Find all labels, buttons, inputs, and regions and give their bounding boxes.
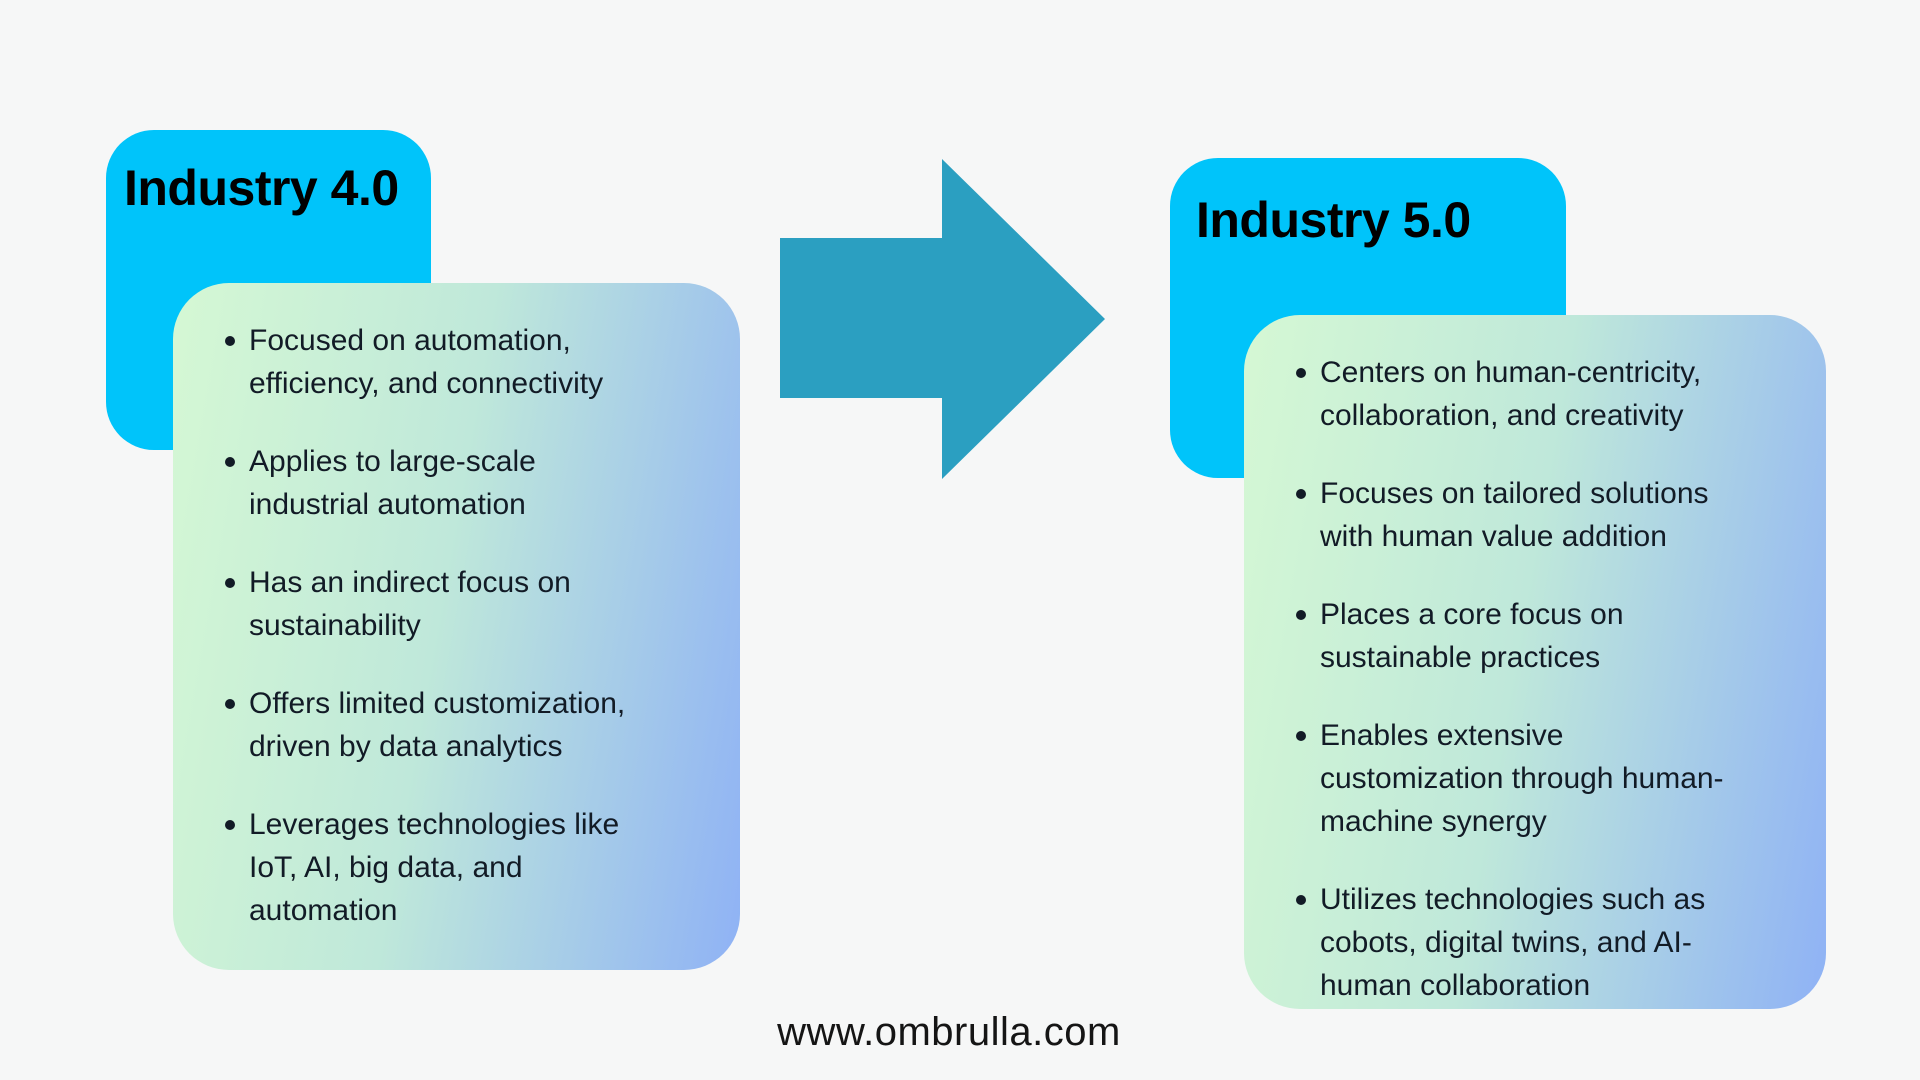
- bullet-item: Enables extensive customization through …: [1244, 714, 1740, 843]
- bullet-item: Centers on human-centricity, collaborati…: [1244, 351, 1740, 437]
- industry-4-card: Focused on automation, efficiency, and c…: [173, 283, 740, 970]
- industry-4-title: Industry 4.0: [124, 160, 399, 216]
- bullet-item: Has an indirect focus on sustainability: [173, 561, 639, 647]
- bullet-item: Applies to large-scale industrial automa…: [173, 440, 639, 526]
- bullet-item: Leverages technologies like IoT, AI, big…: [173, 803, 639, 932]
- industry-4-bullet-list: Focused on automation, efficiency, and c…: [173, 319, 740, 932]
- industry-5-title: Industry 5.0: [1196, 192, 1471, 248]
- bullet-item: Utilizes technologies such as cobots, di…: [1244, 878, 1740, 1007]
- bullet-item: Places a core focus on sustainable pract…: [1244, 593, 1740, 679]
- bullet-item: Focused on automation, efficiency, and c…: [173, 319, 639, 405]
- industry-5-bullet-list: Centers on human-centricity, collaborati…: [1244, 351, 1826, 1007]
- right-arrow-icon: [780, 157, 1106, 481]
- bullet-item: Focuses on tailored solutions with human…: [1244, 472, 1740, 558]
- footer-url: www.ombrulla.com: [777, 1010, 1121, 1054]
- bullet-item: Offers limited customization, driven by …: [173, 682, 639, 768]
- industry-5-card: Centers on human-centricity, collaborati…: [1244, 315, 1826, 1009]
